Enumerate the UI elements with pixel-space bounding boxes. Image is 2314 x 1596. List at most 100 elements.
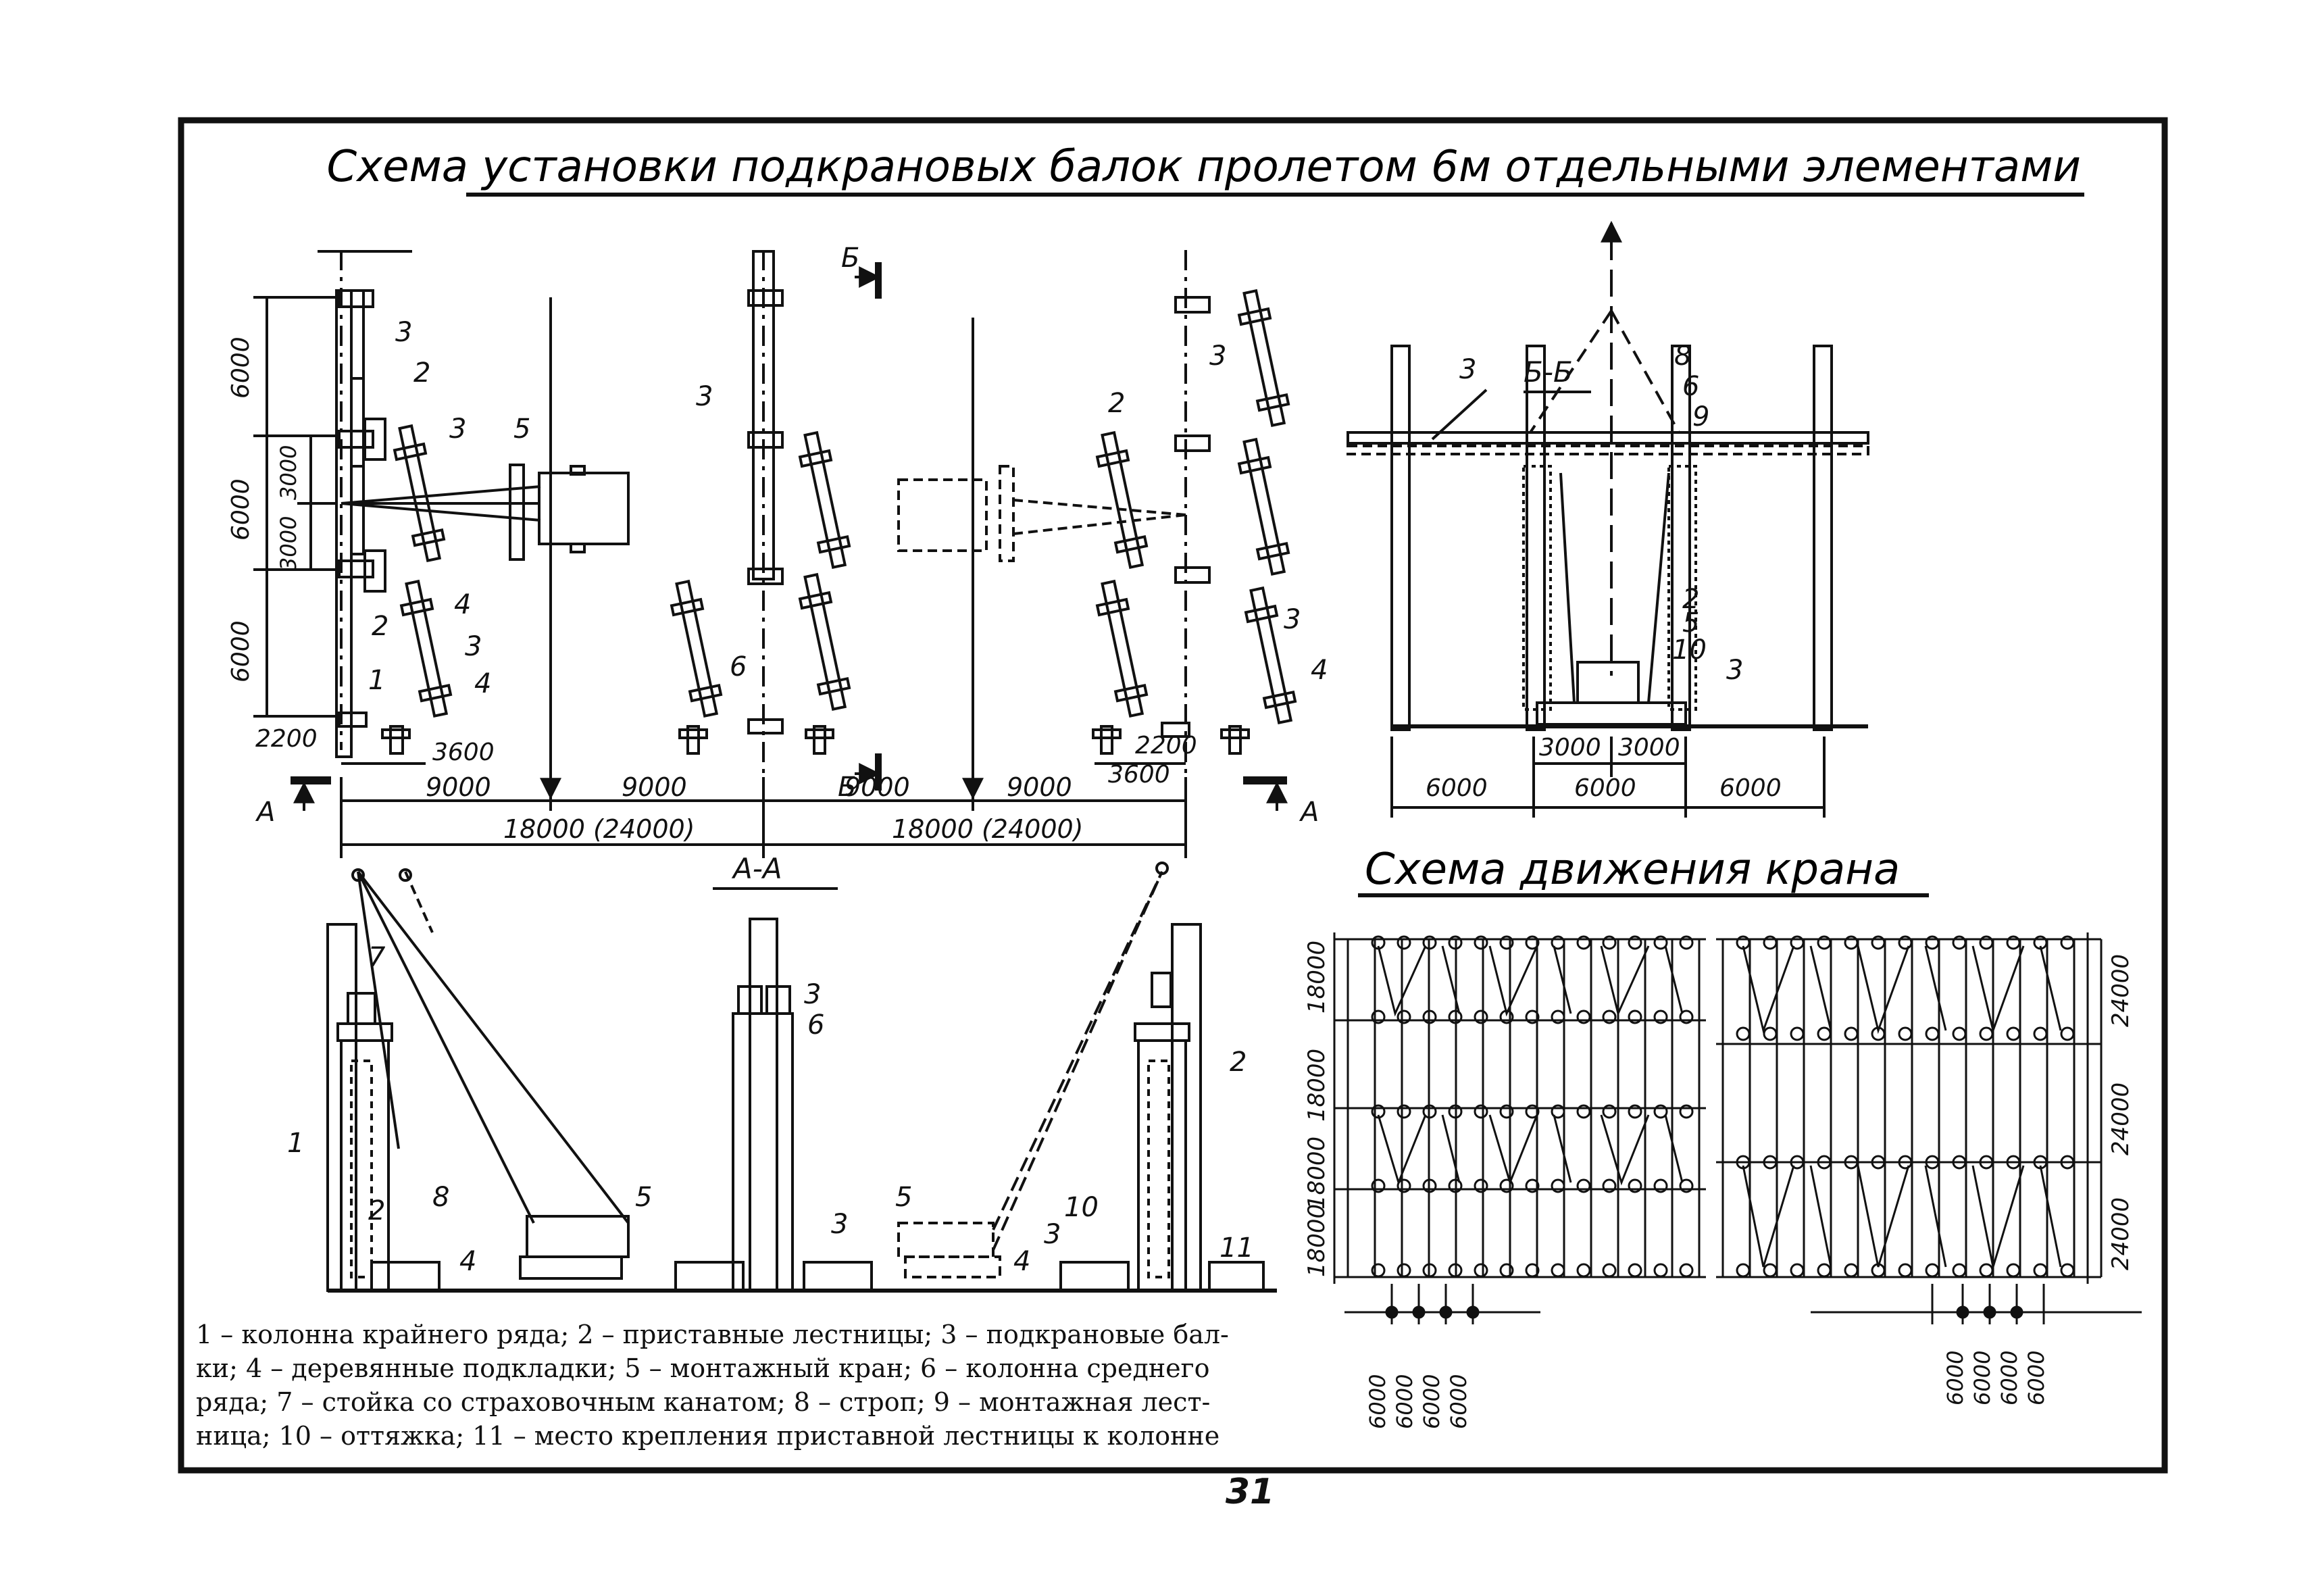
svg-text:6000: 6000 — [1426, 774, 1488, 802]
crane-stop-marker — [1925, 935, 1940, 950]
crane-stop-marker — [1844, 1155, 1859, 1170]
crane-stop-marker — [1952, 1263, 1967, 1278]
crane-stop-marker — [1474, 1178, 1488, 1193]
crane-stop-marker — [1817, 1026, 1832, 1041]
svg-text:9: 9 — [1692, 401, 1709, 432]
crane-stop-marker — [1763, 1026, 1778, 1041]
svg-text:3: 3 — [804, 979, 821, 1010]
main-title: Схема установки подкрановых балок пролет… — [327, 142, 2082, 192]
svg-text:3: 3 — [1209, 341, 1226, 372]
crane-stop-marker — [1576, 1178, 1591, 1193]
svg-text:3600: 3600 — [432, 739, 495, 766]
crane-stop-marker — [1397, 935, 1411, 950]
svg-text:6000: 6000 — [227, 336, 255, 399]
crane-stop-marker — [1736, 1026, 1751, 1041]
svg-text:4: 4 — [1311, 655, 1328, 686]
crane-stop-marker — [1817, 935, 1832, 950]
crane-stop-marker — [2006, 935, 2021, 950]
crane-stop-marker — [1628, 935, 1642, 950]
crane-stop-marker — [1952, 935, 1967, 950]
crane-stop-marker — [1397, 1178, 1411, 1193]
crane-stop-marker — [1871, 935, 1886, 950]
crane-path — [1377, 945, 1461, 1017]
legend-line: ряда; 7 – стойка со страховочным канатом… — [196, 1387, 1211, 1417]
crane-stop-marker — [1679, 935, 1694, 950]
crane-stop-marker — [1679, 1104, 1694, 1119]
crane-stop-marker — [1448, 1178, 1463, 1193]
crane-stop-marker — [1448, 935, 1463, 950]
svg-text:1: 1 — [287, 1128, 304, 1159]
svg-text:6000: 6000 — [1942, 1351, 1968, 1405]
svg-text:5: 5 — [895, 1182, 912, 1213]
crane-stop-marker — [1422, 1104, 1437, 1119]
crane-stop-marker — [1525, 935, 1540, 950]
legend-line: 1 – колонна крайнего ряда; 2 – приставны… — [196, 1320, 1229, 1349]
crane-stop-marker — [1925, 1155, 1940, 1170]
svg-text:2: 2 — [1682, 584, 1699, 615]
section-bb — [1347, 220, 1869, 818]
plan-view — [253, 250, 1297, 858]
crane-stop-marker — [1628, 1104, 1642, 1119]
svg-text:6000: 6000 — [1365, 1374, 1390, 1429]
crane-stop-marker — [1576, 1104, 1591, 1119]
crane-stop-marker — [1576, 935, 1591, 950]
svg-text:18000: 18000 — [1303, 941, 1330, 1014]
crane-movement-grid — [1333, 932, 2142, 1324]
crane-stop-marker — [1817, 1155, 1832, 1170]
section-bb-labels: Б-Б 6000 6000 6000 3000 3000 3 8 6 9 2 5… — [1426, 341, 1782, 802]
crane-stop-marker — [1628, 1178, 1642, 1193]
crane-stop-marker — [1551, 1178, 1565, 1193]
crane-stop-marker — [1371, 1263, 1386, 1278]
svg-text:2: 2 — [372, 611, 388, 642]
crane-stop-marker — [1525, 1009, 1540, 1024]
crane-stop-marker — [1397, 1104, 1411, 1119]
svg-text:1: 1 — [368, 665, 385, 696]
svg-text:4: 4 — [454, 589, 471, 620]
svg-text:7: 7 — [368, 942, 386, 973]
crane-stop-marker — [2033, 1263, 2048, 1278]
crane-stop-marker — [1448, 1009, 1463, 1024]
crane-path — [1600, 945, 1684, 1017]
dim-dot — [1466, 1305, 1480, 1319]
svg-text:6000: 6000 — [1419, 1374, 1444, 1429]
crane-stop-marker — [2060, 1026, 2075, 1041]
crane-stop-marker — [1551, 1263, 1565, 1278]
section-aa — [326, 862, 1277, 1293]
svg-text:6000: 6000 — [227, 620, 255, 682]
crane-stop-marker — [1499, 1178, 1514, 1193]
crane-stop-marker — [1474, 1263, 1488, 1278]
svg-text:10: 10 — [1672, 634, 1707, 666]
legend-line: ница; 10 – оттяжка; 11 – место крепления… — [196, 1421, 1220, 1451]
crane-stop-marker — [1551, 935, 1565, 950]
svg-text:3: 3 — [831, 1209, 848, 1240]
svg-text:4: 4 — [459, 1246, 476, 1277]
svg-text:3000: 3000 — [1539, 734, 1601, 762]
crane-stop-marker — [1898, 1263, 1913, 1278]
crane-stop-marker — [1790, 1263, 1805, 1278]
crane-stop-marker — [1679, 1263, 1694, 1278]
crane-stop-marker — [2006, 1026, 2021, 1041]
crane-stop-marker — [1790, 1155, 1805, 1170]
svg-text:А: А — [1299, 797, 1319, 828]
dim-dot — [1983, 1305, 1996, 1319]
crane-stop-marker — [1628, 1263, 1642, 1278]
crane-stop-marker — [1653, 1178, 1668, 1193]
crane-stop-marker — [2006, 1263, 2021, 1278]
crane-stop-marker — [1602, 1263, 1617, 1278]
crane-stop-marker — [1602, 1178, 1617, 1193]
crane-stop-marker — [1844, 935, 1859, 950]
svg-text:18000: 18000 — [1303, 1137, 1330, 1210]
crane-stop-marker — [1448, 1104, 1463, 1119]
crane-stop-marker — [1979, 1263, 1994, 1278]
crane-stop-marker — [2006, 1155, 2021, 1170]
crane-stop-marker — [1525, 1263, 1540, 1278]
crane-path — [1742, 945, 1832, 1034]
crane-stop-marker — [1817, 1263, 1832, 1278]
svg-text:Б: Б — [841, 243, 859, 274]
crane-stop-marker — [1925, 1026, 1940, 1041]
crane-stop-marker — [1474, 1104, 1488, 1119]
svg-text:3000: 3000 — [276, 445, 301, 500]
crane-stop-marker — [1602, 935, 1617, 950]
crane-stop-marker — [1871, 1155, 1886, 1170]
crane-stop-marker — [1898, 935, 1913, 950]
